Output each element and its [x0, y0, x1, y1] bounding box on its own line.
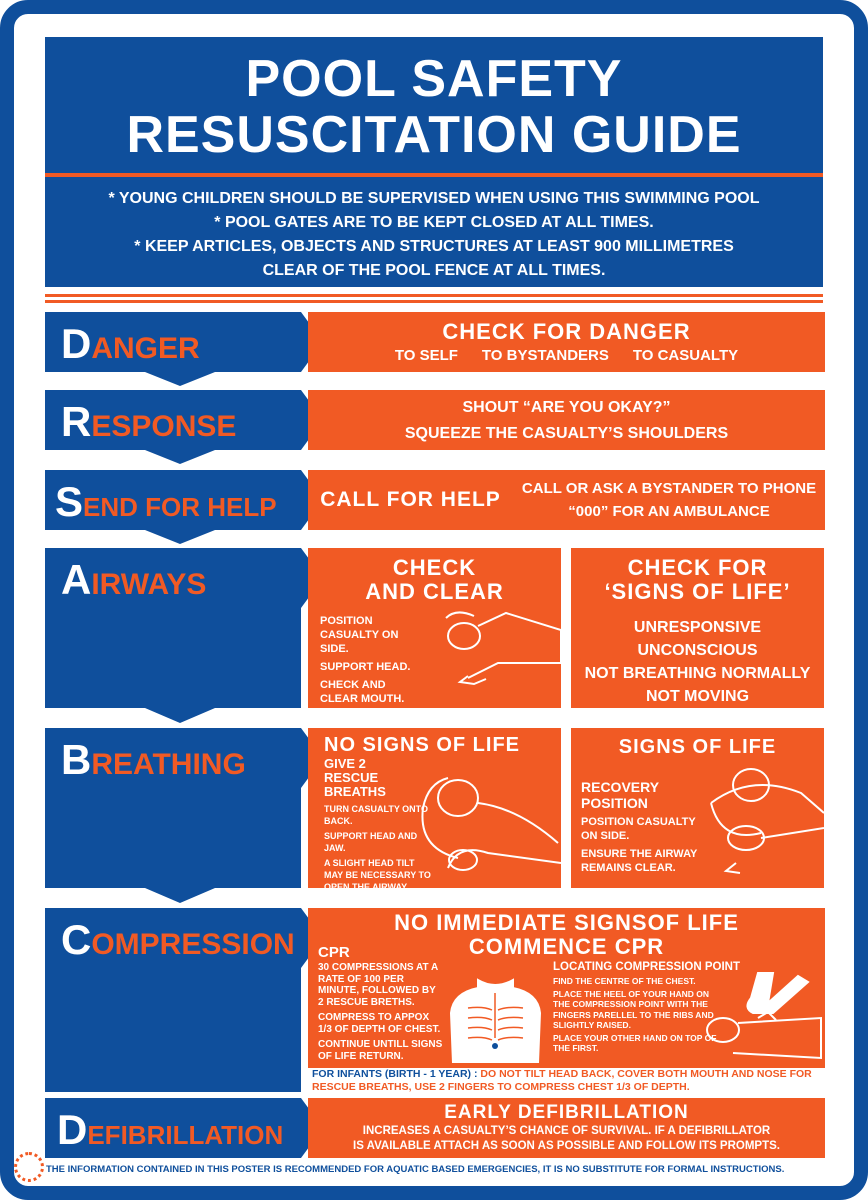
signs-of-life-panel: CHECK FOR‘SIGNS OF LIFE’ UNRESPONSIVE UN… [571, 548, 824, 708]
chest-ribcage-illustration [449, 978, 542, 1063]
instruction: CONTINUE UNTILL SIGNS OF LIFE RETURN. [318, 1039, 443, 1062]
hand-placement-illustration [706, 972, 822, 1060]
panel-subheading: GIVE 2 RESCUE BREATHS [324, 756, 386, 799]
panel-heading: CHECK FOR [627, 555, 768, 580]
divider [45, 294, 823, 297]
cpr-label: CPR [318, 944, 350, 961]
panel-heading: EARLY DEFIBRILLATION [444, 1102, 689, 1123]
danger-panel: CHECK FOR DANGER TO SELF TO BYSTANDERS T… [308, 312, 825, 372]
panel-heading: NO IMMEDIATE SIGNSOF LIFE [394, 910, 739, 935]
side-position-illustration [445, 611, 561, 686]
rule: * POOL GATES ARE TO BE KEPT CLOSED AT AL… [214, 214, 654, 231]
infant-text: DO NOT TILT HEAD BACK, COVER BOTH MOUTH … [312, 1068, 812, 1093]
infant-label: FOR INFANTS (BIRTH - 1 YEAR) : [312, 1068, 478, 1080]
divider [45, 300, 823, 303]
instruction: POSITION CASUALTY ON SIDE. [581, 816, 696, 842]
brand-logo [14, 1152, 44, 1182]
step-compression-label: COMPRESSION [45, 908, 323, 1092]
panel-heading: SIGNS OF LIFE [618, 736, 777, 758]
send-line: CALL OR ASK A BYSTANDER TO PHONE [521, 480, 817, 497]
instruction: 30 COMPRESSIONS AT A RATE OF 100 PER MIN… [318, 962, 438, 1008]
step-breathing-label: BREATHING [45, 728, 323, 903]
sign-item: NOT MOVING [645, 688, 750, 705]
instruction: A SLIGHT HEAD TILT MAY BE NECESSARY TO O… [324, 858, 431, 892]
rule: CLEAR OF THE POOL FENCE AT ALL TIMES. [262, 262, 606, 279]
instruction: TURN CASUALTY ONTO BACK. [324, 804, 429, 826]
sign-item: UNRESPONSIVE [633, 619, 762, 636]
danger-heading: CHECK FOR DANGER [442, 319, 691, 344]
infant-note: FOR INFANTS (BIRTH - 1 YEAR) : DO NOT TI… [308, 1068, 825, 1094]
defib-line: IS AVAILABLE ATTACH AS SOON AS POSSIBLE … [353, 1140, 780, 1152]
panel-subheading: RECOVERY POSITION [581, 779, 659, 811]
instruction: CHECK AND CLEAR MOUTH. [320, 679, 405, 705]
instruction: SUPPORT HEAD. [320, 661, 411, 673]
danger-item: TO CASUALTY [632, 347, 739, 364]
instruction: SUPPORT HEAD AND JAW. [324, 831, 418, 853]
step-airways-label: AIRWAYS [45, 548, 323, 723]
recovery-position-panel: SIGNS OF LIFE RECOVERY POSITION POSITION… [571, 728, 824, 888]
panel-heading: COMMENCE CPR [468, 934, 665, 959]
panel-heading: CHECK [392, 555, 477, 580]
send-heading: CALL FOR HELP [320, 488, 501, 511]
response-panel: SHOUT “ARE YOU OKAY?” SQUEEZE THE CASUAL… [308, 390, 825, 450]
instruction: FIND THE CENTRE OF THE CHEST. [553, 976, 696, 986]
recovery-position-illustration [710, 768, 824, 874]
rule: * YOUNG CHILDREN SHOULD BE SUPERVISED WH… [108, 190, 760, 207]
sign-item: NOT BREATHING NORMALLY [584, 665, 811, 682]
instruction: COMPRESS TO APPOX 1/3 OF DEPTH OF CHEST. [318, 1012, 441, 1035]
panel-heading: AND CLEAR [365, 579, 504, 604]
panel-heading: ‘SIGNS OF LIFE’ [604, 579, 791, 604]
instruction: PLACE THE HEEL OF YOUR HAND ON THE COMPR… [553, 988, 714, 1031]
instruction: PLACE YOUR OTHER HAND ON TOP OF THE FIRS… [553, 1032, 717, 1054]
locating-label: LOCATING COMPRESSION POINT [553, 961, 740, 973]
divider [45, 173, 823, 177]
response-line: SQUEEZE THE CASUALTY’S SHOULDERS [404, 425, 729, 442]
sign-item: UNCONSCIOUS [637, 642, 758, 659]
step-danger-label: DANGER [45, 312, 323, 386]
defib-line: INCREASES A CASUALTY’S CHANCE OF SURVIVA… [362, 1125, 771, 1137]
danger-item: TO BYSTANDERS [481, 347, 609, 364]
defibrillation-panel: EARLY DEFIBRILLATION INCREASES A CASUALT… [308, 1098, 825, 1158]
rescue-breath-illustration [421, 777, 561, 871]
rule: * KEEP ARTICLES, OBJECTS AND STRUCTURES … [134, 238, 734, 255]
step-defibrillation-label: DEFIBRILLATION [45, 1098, 323, 1158]
danger-item: TO SELF [394, 347, 458, 364]
send-panel: CALL FOR HELP CALL OR ASK A BYSTANDER TO… [308, 470, 825, 530]
disclaimer: THE INFORMATION CONTAINED IN THIS POSTER… [46, 1164, 785, 1175]
instruction: POSITION CASUALTY ON SIDE. [320, 615, 399, 655]
pool-rules: * YOUNG CHILDREN SHOULD BE SUPERVISED WH… [45, 187, 823, 283]
send-line: “000” FOR AN AMBULANCE [568, 503, 770, 520]
response-line: SHOUT “ARE YOU OKAY?” [462, 399, 671, 416]
panel-heading: NO SIGNS OF LIFE [324, 734, 521, 756]
rescue-breaths-panel: NO SIGNS OF LIFE GIVE 2 RESCUE BREATHS T… [308, 728, 561, 892]
instruction: ENSURE THE AIRWAY REMAINS CLEAR. [581, 848, 698, 874]
